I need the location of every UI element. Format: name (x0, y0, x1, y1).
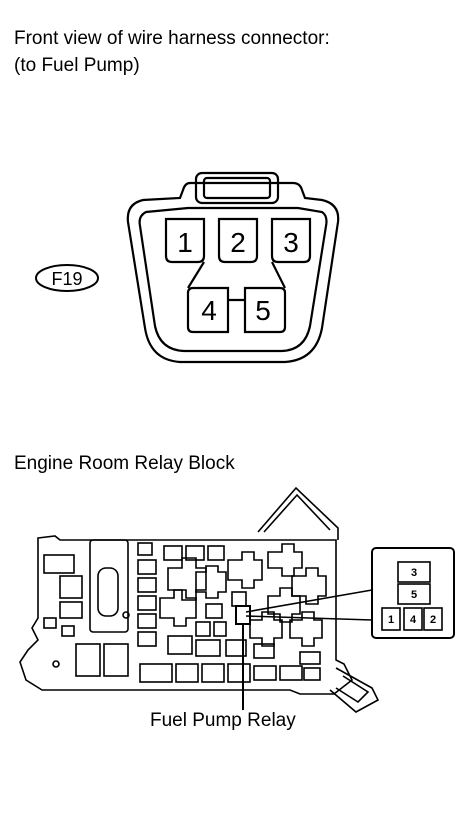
fuel-pump-relay-slot (235, 605, 251, 625)
relay-pin-1: 1 (388, 614, 394, 626)
relay-pin-inset: 3 5 1 4 2 (371, 547, 455, 639)
relay-pin-5: 5 (411, 589, 417, 601)
relay-pin-2: 2 (430, 614, 436, 626)
connector-rib (187, 261, 205, 289)
relay-pin-4: 4 (410, 614, 417, 626)
connector-pin-5: 5 (255, 295, 271, 326)
relay-block (19, 486, 380, 713)
connector-latch (194, 171, 280, 205)
connector-inner-shell (138, 206, 328, 353)
connector-outer-shell (126, 181, 340, 364)
connector-id: F19 (51, 269, 82, 289)
relay-zoom-line-top (245, 589, 373, 613)
pin-cavity-3 (270, 217, 312, 264)
connector-f19 (126, 171, 340, 364)
connector-title: Front view of wire harness connector: (14, 28, 330, 49)
fuel-pump-relay-label: Fuel Pump Relay (150, 710, 296, 731)
relay-zoom-line-bottom (245, 615, 373, 621)
pin-cavity-4 (186, 286, 230, 334)
connector-id-badge: F19 (35, 264, 99, 292)
relay-block-cable (329, 667, 380, 713)
connector-latch-inner (202, 176, 272, 200)
connector-pin-4: 4 (201, 295, 217, 326)
relay-block-title: Engine Room Relay Block (14, 453, 235, 474)
connector-pin-2: 2 (230, 227, 246, 258)
relay-block-cover (257, 486, 339, 540)
connector-pin-1: 1 (177, 227, 193, 258)
relay-block-outline (19, 535, 354, 695)
pin-cavity-1 (164, 217, 206, 264)
pin-cavity-2 (217, 217, 259, 264)
relay-pin-3: 3 (411, 567, 417, 579)
connector-pin-3: 3 (283, 227, 299, 258)
connector-rib (271, 261, 286, 289)
connector-subtitle: (to Fuel Pump) (14, 55, 140, 76)
pin-cavity-5 (243, 286, 287, 334)
